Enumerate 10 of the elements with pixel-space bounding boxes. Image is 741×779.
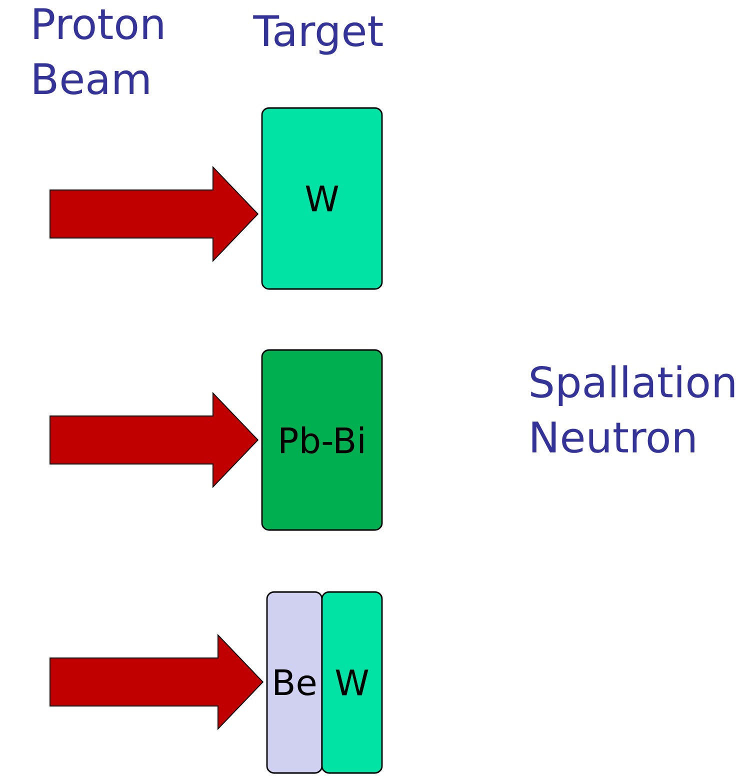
target-box: Be xyxy=(266,591,323,774)
label: Proton Beam xyxy=(34,8,163,95)
label: Target xyxy=(253,15,383,55)
label: Spallation Neutron xyxy=(531,365,734,453)
block-arrow xyxy=(50,166,259,262)
block-arrow xyxy=(50,634,264,730)
target-box: Pb-Bi xyxy=(261,349,383,531)
block-arrow xyxy=(50,392,259,488)
target-box: W xyxy=(321,591,383,774)
target-box: W xyxy=(261,107,383,290)
